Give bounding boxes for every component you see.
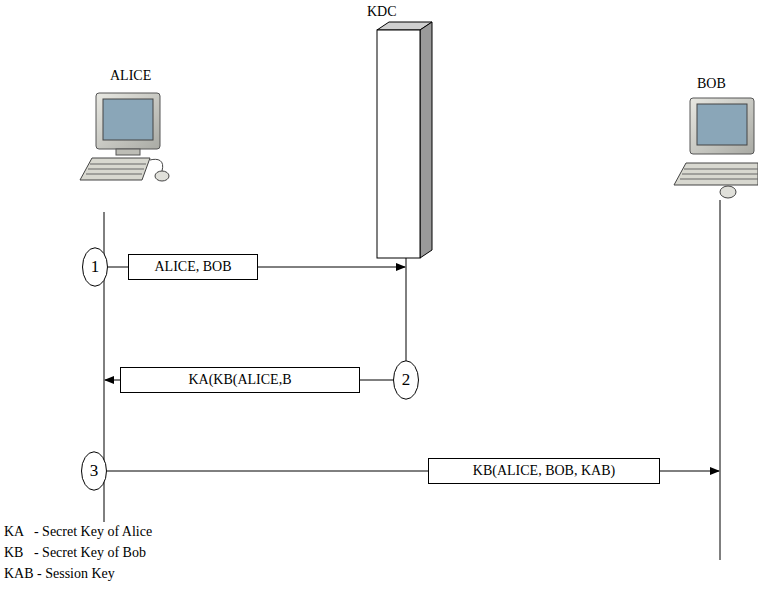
message-arrow: [105, 380, 120, 381]
lifeline: [406, 258, 407, 362]
step-label: 3: [90, 462, 99, 481]
actor-name: KDC: [367, 4, 397, 19]
message-text: KA(KB(ALICE,B: [188, 372, 291, 387]
connector-line: [107, 471, 428, 472]
message-box: KA(KB(ALICE,B: [120, 367, 360, 393]
key-note: KB - Secret Key of Bob: [4, 545, 146, 560]
actor-name: ALICE: [110, 68, 151, 83]
step-label: 2: [402, 371, 411, 390]
message-text: ALICE, BOB: [155, 259, 232, 274]
message-arrow: [258, 267, 405, 268]
key-note: KA - Secret Key of Alice: [4, 524, 152, 539]
connector-line: [108, 267, 128, 268]
message-text: KB(ALICE, BOB, KAB): [473, 463, 615, 478]
computer-icon: [80, 93, 169, 181]
actor-name: BOB: [697, 76, 726, 91]
key-note: KAB - Session Key: [4, 566, 115, 581]
step-number: 1: [82, 247, 108, 287]
message-arrow: [660, 471, 719, 472]
step-label: 1: [91, 258, 100, 277]
server-icon: [377, 22, 432, 258]
step-number: 2: [393, 360, 419, 400]
step-number: 3: [81, 451, 107, 491]
computer-icon: [674, 98, 758, 198]
lifeline: [720, 200, 721, 560]
message-box: KB(ALICE, BOB, KAB): [428, 458, 660, 484]
connector-line: [360, 380, 393, 381]
message-box: ALICE, BOB: [128, 254, 258, 280]
